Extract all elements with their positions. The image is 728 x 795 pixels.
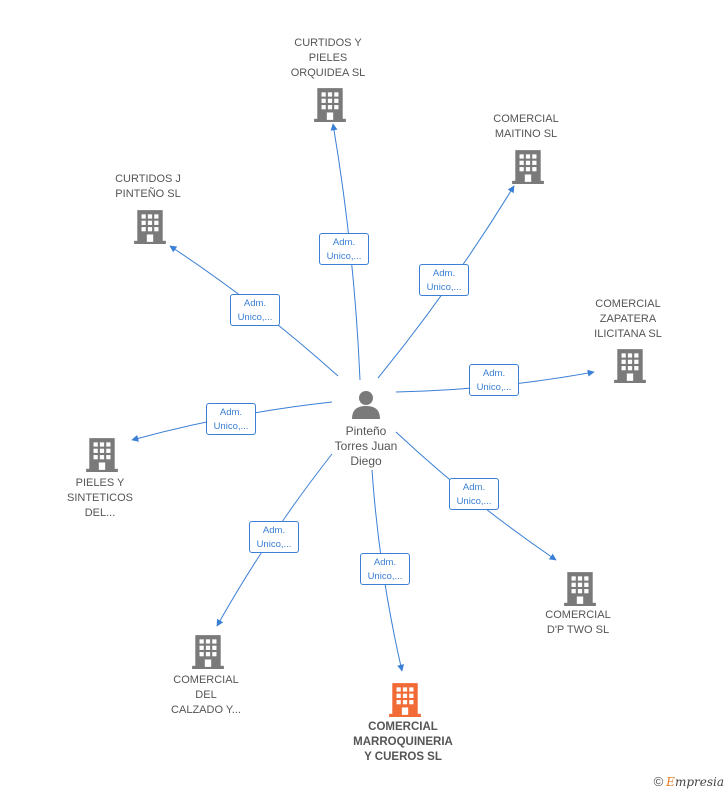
- edge-label-line: Unico,...: [256, 539, 292, 550]
- edge-label-line: Adm.: [482, 368, 506, 379]
- node-label-line: ILICITANA SL: [594, 328, 662, 340]
- edge-label-line: Unico,...: [237, 312, 273, 323]
- edge-label-comercial-zapatera-ilicitana[interactable]: Adm. Unico,...: [469, 364, 519, 396]
- center-label-line: Pinteño: [345, 424, 387, 438]
- edge-label-comercial-marroquineria[interactable]: Adm. Unico,...: [360, 553, 410, 585]
- edge-label-line: Adm.: [243, 298, 267, 309]
- edge-label-line: Adm.: [262, 525, 286, 536]
- edge-label-curtidos-pieles-orquidea[interactable]: Adm. Unico,...: [319, 233, 369, 265]
- edge-label-pieles-sinteticos[interactable]: Adm. Unico,...: [206, 403, 256, 435]
- center-label-line: Diego: [350, 454, 382, 468]
- copyright-icon: ©: [653, 774, 664, 789]
- building-icon[interactable]: [134, 210, 166, 244]
- node-label-line: SINTETICOS: [66, 492, 133, 504]
- person-icon[interactable]: [352, 391, 380, 419]
- node-label-line: D'P TWO SL: [546, 624, 610, 636]
- edge-label-line: Unico,...: [426, 282, 462, 293]
- edge-label-line: Adm.: [432, 268, 456, 279]
- building-icon[interactable]: [192, 635, 224, 669]
- edge-label-curtidos-j-pinteno[interactable]: Adm. Unico,...: [230, 294, 280, 326]
- edge-label-line: Adm.: [373, 557, 397, 568]
- node-label-line: COMERCIAL: [545, 609, 611, 621]
- node-label-curtidos-j-pinteno[interactable]: CURTIDOS J PINTEÑO SL: [78, 172, 218, 202]
- edge-label-line: Adm.: [332, 237, 356, 248]
- edge-label-comercial-del-calzado[interactable]: Adm. Unico,...: [249, 521, 299, 553]
- edge-label-line: Adm.: [219, 407, 243, 418]
- building-icon[interactable]: [86, 438, 118, 472]
- edge-label-line: Unico,...: [367, 571, 403, 582]
- building-icon[interactable]: [389, 683, 421, 717]
- node-label-line: DEL...: [84, 507, 116, 519]
- node-label-comercial-dp-two[interactable]: COMERCIAL D'P TWO SL: [508, 608, 648, 638]
- node-label-line: COMERCIAL: [493, 113, 559, 125]
- node-label-line: Y CUEROS SL: [364, 751, 442, 763]
- edge-label-line: Unico,...: [456, 496, 492, 507]
- brand-logo: Empresia: [666, 774, 724, 789]
- node-label-line: MARROQUINERIA: [353, 736, 453, 748]
- building-icon[interactable]: [564, 572, 596, 606]
- node-label-comercial-marroquineria[interactable]: COMERCIAL MARROQUINERIA Y CUEROS SL: [333, 720, 473, 765]
- node-label-comercial-del-calzado[interactable]: COMERCIAL DEL CALZADO Y...: [136, 673, 276, 718]
- edge-label-line: Unico,...: [476, 382, 512, 393]
- edge-label-line: Adm.: [462, 482, 486, 493]
- node-label-line: CALZADO Y...: [171, 704, 241, 716]
- node-label-line: COMERCIAL: [173, 674, 239, 686]
- edge-label-comercial-dp-two[interactable]: Adm. Unico,...: [449, 478, 499, 510]
- node-label-comercial-maitino[interactable]: COMERCIAL MAITINO SL: [456, 112, 596, 142]
- edge-label-line: Unico,...: [326, 251, 362, 262]
- node-label-line: CURTIDOS J: [115, 173, 181, 185]
- node-label-line: COMERCIAL: [368, 721, 438, 733]
- building-icon[interactable]: [614, 349, 646, 383]
- node-label-line: CURTIDOS Y: [294, 37, 362, 49]
- building-icon[interactable]: [512, 150, 544, 184]
- center-label-line: Torres Juan: [334, 439, 398, 453]
- node-label-curtidos-pieles-orquidea[interactable]: CURTIDOS Y PIELES ORQUIDEA SL: [258, 36, 398, 81]
- node-label-line: ZAPATERA: [599, 313, 657, 325]
- edge-label-comercial-maitino[interactable]: Adm. Unico,...: [419, 264, 469, 296]
- node-label-line: DEL: [195, 689, 217, 701]
- node-label-line: PIELES Y: [75, 477, 125, 489]
- building-icon[interactable]: [314, 88, 346, 122]
- node-label-line: PINTEÑO SL: [115, 188, 181, 200]
- node-label-line: COMERCIAL: [595, 298, 661, 310]
- footer-brand: © Empresia: [654, 774, 724, 789]
- edge-label-line: Unico,...: [213, 421, 249, 432]
- node-label-line: PIELES: [308, 52, 348, 64]
- node-label-line: ORQUIDEA SL: [290, 67, 366, 79]
- node-label-line: MAITINO SL: [494, 128, 558, 140]
- node-label-comercial-zapatera-ilicitana[interactable]: COMERCIAL ZAPATERA ILICITANA SL: [558, 297, 698, 342]
- node-label-pieles-sinteticos[interactable]: PIELES Y SINTETICOS DEL...: [30, 476, 170, 521]
